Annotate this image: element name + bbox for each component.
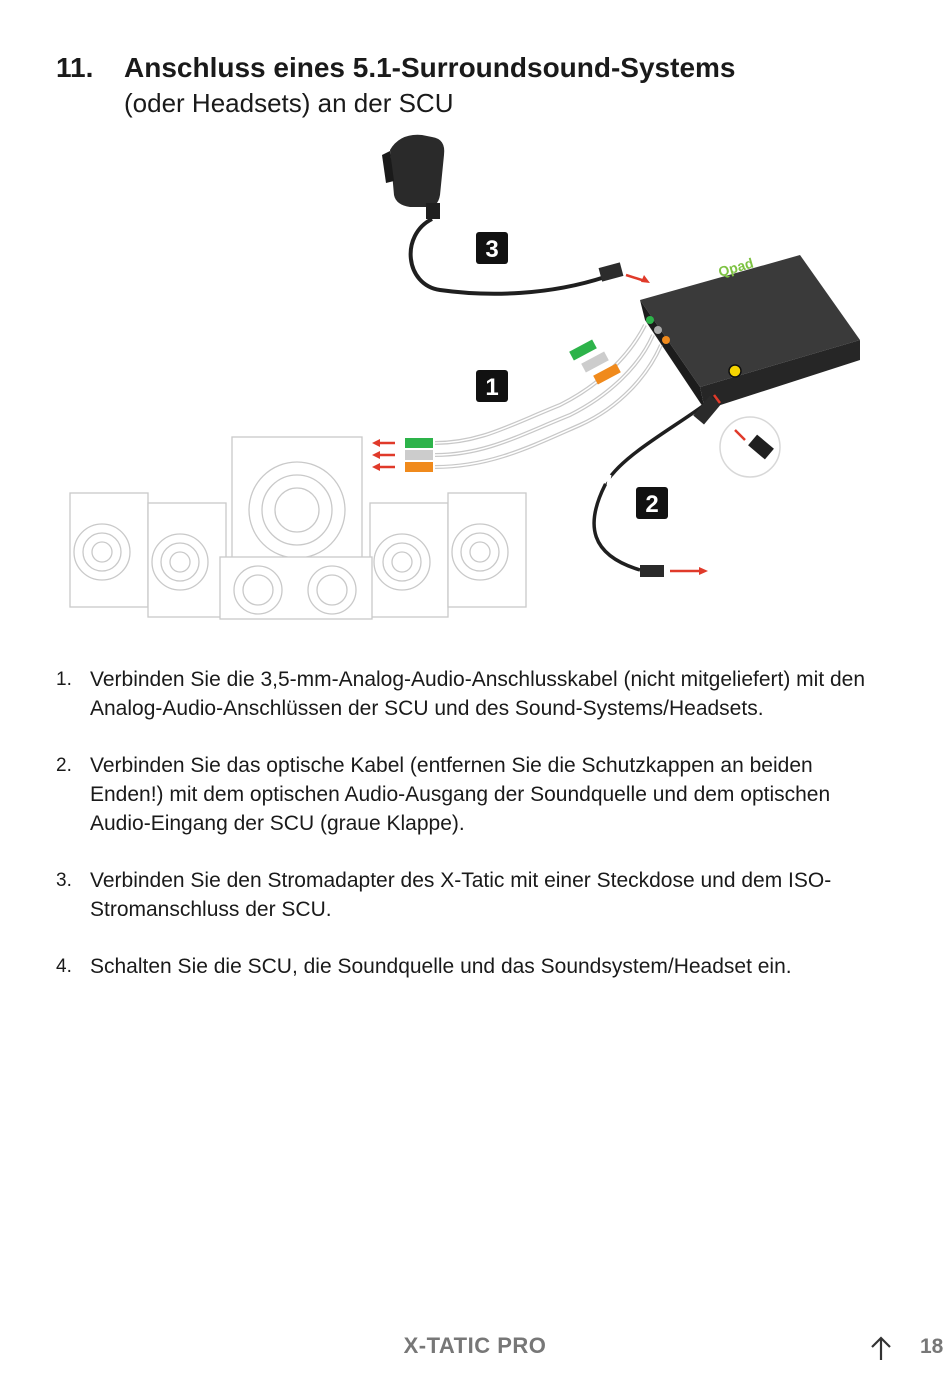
step-number: 4. [56, 956, 72, 977]
step-text: Verbinden Sie den Stromadapter des X-Tat… [90, 869, 832, 921]
power-adapter [382, 134, 624, 296]
subwoofer [231, 436, 363, 568]
audio-plugs-left [372, 438, 433, 472]
page-number: 18 [920, 1335, 944, 1358]
arrow-up-icon[interactable] [868, 1334, 894, 1362]
step-text: Verbinden Sie die 3,5-mm-Analog-Audio-An… [90, 668, 866, 720]
speaker-left-front [147, 502, 227, 618]
step-item: 2. Verbinden Sie das optische Kabel (ent… [56, 751, 876, 838]
audio-plugs-right [569, 339, 621, 385]
section-subtitle: (oder Headsets) an der SCU [124, 88, 454, 118]
step-number: 2. [56, 755, 72, 776]
step-item: 3. Verbinden Sie den Stromadapter des X-… [56, 866, 876, 924]
step-number: 3. [56, 870, 72, 891]
step-text: Verbinden Sie das optische Kabel (entfer… [90, 754, 831, 835]
badge-2: 2 [636, 487, 668, 519]
scu-device: Qpad [640, 255, 860, 410]
section-number: 11. [56, 52, 94, 83]
step-text: Schalten Sie die SCU, die Soundquelle un… [90, 955, 792, 978]
optical-cable [592, 394, 721, 577]
speaker-center [219, 556, 373, 620]
svg-text:1: 1 [485, 374, 498, 401]
footer-brand: X-TATIC PRO [403, 1333, 547, 1358]
speaker-right-front [369, 502, 449, 618]
badge-3: 3 [476, 232, 508, 264]
connection-diagram: Qpad [69, 134, 860, 620]
svg-text:2: 2 [645, 491, 658, 518]
step-number: 1. [56, 669, 72, 690]
speaker-right-rear [447, 492, 527, 608]
badge-1: 1 [476, 370, 508, 402]
step-item: 1. Verbinden Sie die 3,5-mm-Analog-Audio… [56, 665, 876, 723]
svg-text:3: 3 [485, 236, 498, 263]
speaker-left-rear [69, 492, 149, 608]
optical-cap-detail [719, 416, 781, 478]
section-title: Anschluss eines 5.1-Surroundsound-System… [124, 52, 736, 83]
instruction-list: 1. Verbinden Sie die 3,5-mm-Analog-Audio… [56, 665, 876, 1009]
step-item: 4. Schalten Sie die SCU, die Soundquelle… [56, 952, 876, 981]
